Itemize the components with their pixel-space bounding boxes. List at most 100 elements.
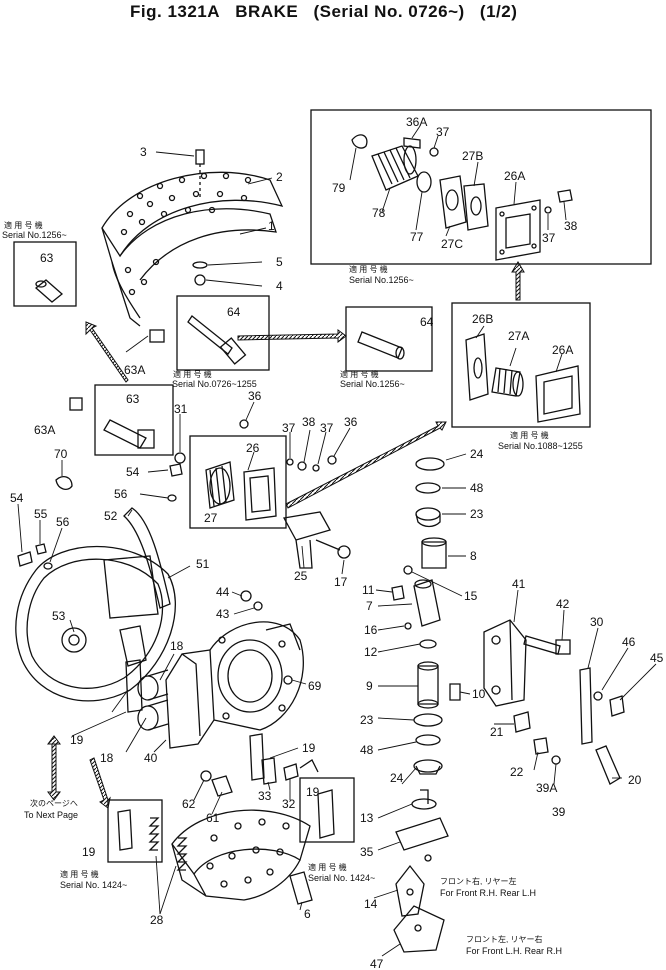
figure-number: Fig. 1321A <box>130 2 221 21</box>
callout-9: 9 <box>366 679 373 693</box>
callout-32: 32 <box>282 797 296 811</box>
part-32-pin <box>283 763 299 781</box>
callout-47: 47 <box>370 957 384 970</box>
callout-8: 8 <box>470 549 477 563</box>
brake-shoe-upper <box>101 171 284 327</box>
part-46-washer <box>593 691 603 701</box>
applicable-label-6: 適 用 号 機 <box>60 869 99 879</box>
part-48-ring <box>415 482 441 494</box>
arrow-64 <box>237 329 347 343</box>
callout-26a-mid: 26A <box>552 343 573 357</box>
serial-1088-1255: Serial No.1088~1255 <box>498 441 583 451</box>
callout-43: 43 <box>216 607 230 621</box>
part-15-bolt <box>403 565 413 575</box>
part-23-seal <box>415 507 441 528</box>
callout-77: 77 <box>410 230 424 244</box>
part-10-pin <box>449 683 461 701</box>
callout-27c: 27C <box>441 237 463 251</box>
callout-63-box2: 63 <box>126 392 140 406</box>
part-21-lever <box>513 711 531 733</box>
part-62-61-bolt <box>200 770 233 797</box>
dust-shield-52 <box>123 507 171 609</box>
front-lh-jp: フロント左, リヤー右 <box>466 934 542 944</box>
return-spring-28 <box>148 817 188 871</box>
callout-25: 25 <box>294 569 308 583</box>
arrow-next-page <box>47 743 61 801</box>
brake-shoe-lower-28 <box>171 809 311 901</box>
callout-33: 33 <box>258 789 272 803</box>
inset-box-26 <box>189 435 287 529</box>
part-27b-seal <box>463 183 489 231</box>
part-18-cylinder <box>137 669 169 731</box>
callout-1: 1 <box>268 219 275 233</box>
part-8-piston <box>421 537 447 569</box>
part-13-stud <box>411 789 437 810</box>
inset-box-63-lower <box>94 384 174 456</box>
part-78-boot <box>371 145 419 191</box>
part-9-piston <box>417 661 439 709</box>
serial-1256-top: Serial No.1256~ <box>349 275 414 285</box>
callout-36-b: 36 <box>344 415 358 429</box>
clip-19-inset-left <box>117 809 133 851</box>
part-41-housing <box>483 619 527 707</box>
callout-18b: 18 <box>100 751 114 765</box>
clip-19-center <box>249 733 265 781</box>
callout-70: 70 <box>54 447 68 461</box>
callout-37-top: 37 <box>436 125 450 139</box>
part-48-ring-b <box>415 734 441 746</box>
callout-48b: 48 <box>360 743 374 757</box>
part-37b-small <box>312 464 320 472</box>
part-63a-nut <box>69 397 83 411</box>
callout-40: 40 <box>144 751 158 765</box>
callout-7: 7 <box>366 599 373 613</box>
part-54-bolt-b <box>169 463 183 477</box>
inset-box-64-left <box>176 295 270 371</box>
callout-13: 13 <box>360 811 374 825</box>
figure-name: BRAKE <box>235 2 299 21</box>
rivet-3 <box>195 149 205 200</box>
serial-0726-1255: Serial No.0726~1255 <box>172 379 257 389</box>
callout-35: 35 <box>360 845 374 859</box>
applicable-label-4: 適 用 号 機 <box>340 369 379 379</box>
part-14-bracket <box>395 864 425 917</box>
callout-10: 10 <box>472 687 486 701</box>
callout-54b: 54 <box>10 491 24 505</box>
callout-54a: 54 <box>126 465 140 479</box>
part-37-washer <box>429 147 439 157</box>
callout-48a: 48 <box>470 481 484 495</box>
callout-27b: 27B <box>462 149 483 163</box>
part-37-washer-b <box>544 206 552 214</box>
callout-37-top2: 37 <box>542 231 556 245</box>
callout-19d: 19 <box>82 845 96 859</box>
callout-27a: 27A <box>508 329 529 343</box>
callout-15: 15 <box>464 589 478 603</box>
callout-63-box: 63 <box>40 251 54 265</box>
callout-26a-top: 26A <box>504 169 525 183</box>
callout-19b: 19 <box>302 741 316 755</box>
figure-serial: (Serial No. 0726~) <box>313 2 465 21</box>
callout-39a: 39A <box>536 781 557 795</box>
callout-24b: 24 <box>390 771 404 785</box>
part-35-plate <box>395 817 449 851</box>
part-26b-plate <box>465 333 489 401</box>
callout-55: 55 <box>34 507 48 521</box>
callout-4: 4 <box>276 279 283 293</box>
part-27c-seal <box>439 175 467 229</box>
callout-39: 39 <box>552 805 566 819</box>
callout-56a: 56 <box>114 487 128 501</box>
serial-1256-left: Serial No.1256~ <box>2 230 67 240</box>
callout-62: 62 <box>182 797 196 811</box>
callout-16: 16 <box>364 623 378 637</box>
callout-17: 17 <box>334 575 348 589</box>
callout-53: 53 <box>52 609 66 623</box>
part-36-bolt <box>239 419 249 429</box>
part-6-bolt <box>289 871 313 905</box>
part-26a-plate <box>495 199 541 261</box>
inset-box-63 <box>13 241 77 307</box>
part-45-bolt <box>609 695 625 717</box>
part-17-rod <box>315 539 351 559</box>
part-36a-bolt <box>403 137 421 149</box>
part-clip-small <box>424 854 432 862</box>
callout-23b: 23 <box>360 713 374 727</box>
